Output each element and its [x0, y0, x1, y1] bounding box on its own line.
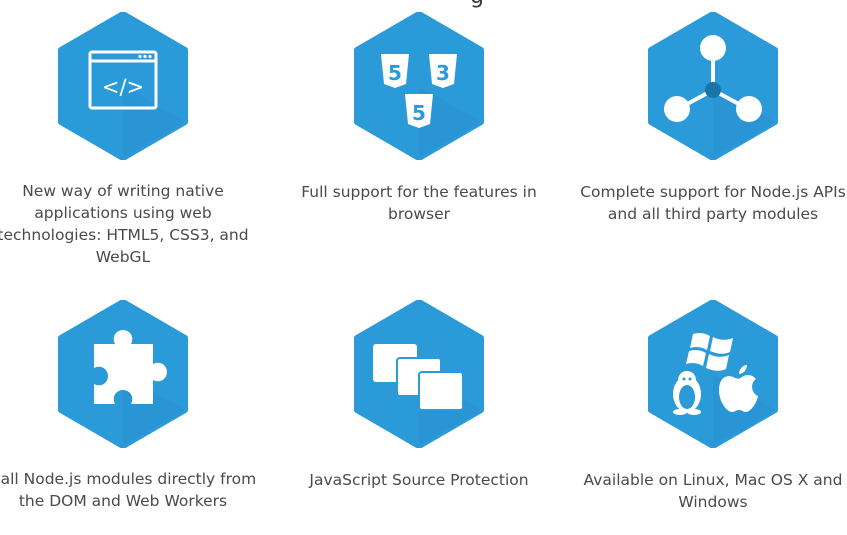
feature-card-dom-workers: Call Node.js modules directly from the D… — [0, 300, 258, 512]
feature-caption: Complete support for Node.js APIs and al… — [580, 183, 846, 223]
feature-caption: New way of writing native applications u… — [0, 182, 249, 266]
feature-card-platforms: Available on Linux, Mac OS X and Windows — [578, 300, 847, 513]
feature-caption: JavaScript Source Protection — [309, 471, 529, 489]
overlapping-windows-icon — [354, 300, 484, 448]
linux-logo-icon — [673, 371, 701, 415]
feature-caption: Available on Linux, Mac OS X and Windows — [583, 471, 843, 511]
os-logos-icon — [648, 300, 778, 448]
feature-card-native-apps: </> New way of writing native applicatio… — [0, 12, 258, 268]
heading-fragment: g — [470, 0, 484, 8]
apple-logo-icon — [719, 365, 758, 412]
feature-card-node-apis: Complete support for Node.js APIs and al… — [578, 12, 847, 225]
svg-text:3: 3 — [436, 61, 450, 85]
feature-card-browser-support: 5 3 5 Full support for the features in b… — [284, 12, 554, 225]
windows-logo-icon — [686, 332, 733, 371]
code-window-icon: </> — [58, 12, 188, 160]
feature-caption: Call Node.js modules directly from the D… — [0, 470, 257, 510]
nodes-network-icon — [648, 12, 778, 160]
svg-text:5: 5 — [412, 101, 426, 125]
html5-css3-icon: 5 3 5 — [354, 12, 484, 160]
puzzle-piece-icon — [58, 300, 188, 448]
feature-caption: Full support for the features in browser — [301, 183, 537, 223]
svg-text:5: 5 — [388, 61, 402, 85]
feature-card-source-protection: JavaScript Source Protection — [284, 300, 554, 491]
svg-text:</>: </> — [102, 75, 144, 99]
